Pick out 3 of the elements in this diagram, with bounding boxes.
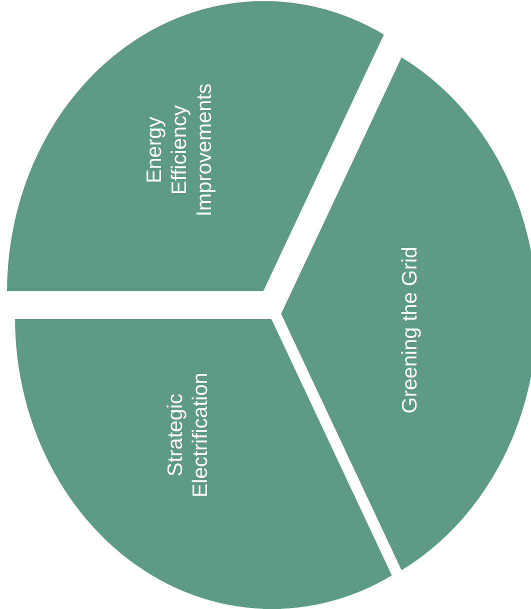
segment-label: Strategic Electrification [162, 372, 213, 500]
segment-label: Greening the Grid [397, 246, 422, 416]
segment-label: Energy Efficiency Improvements [142, 82, 218, 219]
